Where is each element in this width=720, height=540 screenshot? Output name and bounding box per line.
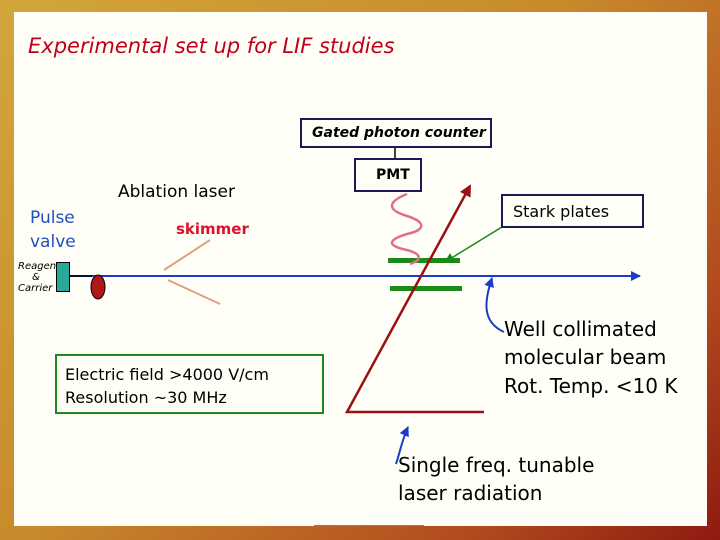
pmt-label: PMT xyxy=(376,167,410,183)
electric-field-box: Electric field >4000 V/cm Resolution ~30… xyxy=(55,354,324,414)
electric-field-label: Electric field >4000 V/cm xyxy=(65,365,269,384)
slide: Experimental set up for LIF studies Gate… xyxy=(14,12,707,526)
stark-plate-upper xyxy=(388,258,460,263)
ampersand-label: & xyxy=(32,272,40,283)
pulse-valve-label-line1: Pulse xyxy=(30,208,75,228)
pmt-box: PMT xyxy=(354,158,422,192)
resolution-label: Resolution ~30 MHz xyxy=(65,388,227,407)
laser-description-line2: laser radiation xyxy=(398,481,543,505)
laser-pointer xyxy=(395,426,409,465)
stark-plate-lower xyxy=(390,286,462,291)
ablation-laser-label: Ablation laser xyxy=(118,182,235,202)
gated-photon-counter-box: Gated photon counter xyxy=(300,118,492,148)
setup-diagram xyxy=(68,148,641,526)
reagent-label: Reagent xyxy=(18,261,60,272)
beam-description-line1: Well collimated xyxy=(504,317,657,341)
slide-title: Experimental set up for LIF studies xyxy=(28,34,395,58)
beam-description-line3: Rot. Temp. <10 K xyxy=(504,374,678,398)
pulse-valve-box xyxy=(56,262,70,292)
laser-beam xyxy=(344,184,484,414)
gated-photon-counter-label: Gated photon counter xyxy=(312,125,486,141)
skimmer-label: skimmer xyxy=(176,220,249,238)
pulse-valve-label-line2: valve xyxy=(30,232,76,252)
beam-pointer xyxy=(484,277,505,333)
stark-plates-label: Stark plates xyxy=(513,202,610,221)
fluorescence-wave xyxy=(390,192,423,266)
beam-description-line2: molecular beam xyxy=(504,345,667,369)
skimmer-lower-line xyxy=(167,279,221,305)
laser-description-line1: Single freq. tunable xyxy=(398,453,595,477)
stark-pointer xyxy=(444,221,511,263)
skimmer-upper-line xyxy=(163,239,211,271)
nozzle xyxy=(90,274,106,300)
carrier-label: Carrier xyxy=(18,283,53,294)
stark-plates-box: Stark plates xyxy=(501,194,644,228)
